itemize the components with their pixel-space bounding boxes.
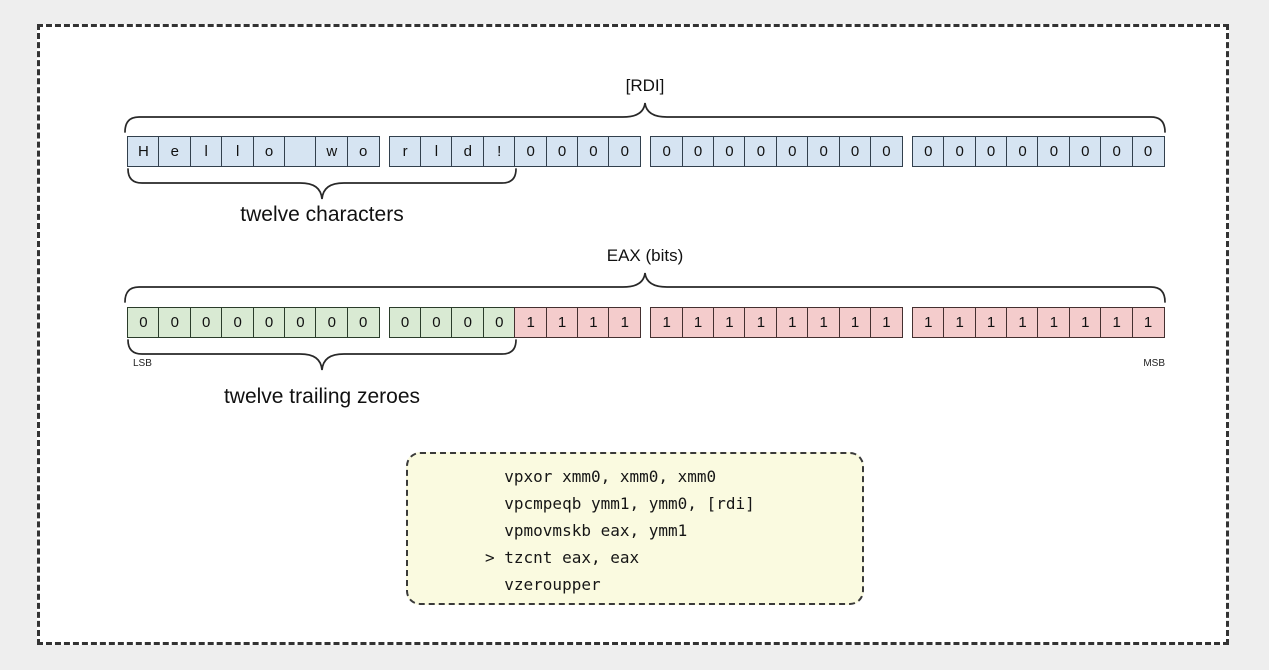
- bit-cell: 0: [388, 307, 422, 338]
- bit-cell: 1: [974, 307, 1008, 338]
- rdi-top-brace: [124, 102, 1166, 133]
- twelve-zeroes-label: twelve trailing zeroes: [223, 385, 421, 408]
- byte-cell: H: [127, 136, 160, 167]
- bit-cell: 0: [420, 307, 453, 338]
- byte-cell: 0: [911, 136, 945, 167]
- code-line: vzeroupper: [485, 575, 601, 594]
- eax-top-brace: [124, 272, 1166, 303]
- byte-cell: 0: [1068, 136, 1102, 167]
- byte-cell: l: [420, 136, 453, 167]
- byte-cell: 0: [1006, 136, 1039, 167]
- byte-cell: w: [315, 136, 349, 167]
- bit-cell: 1: [869, 307, 903, 338]
- bit-cell: 0: [482, 307, 516, 338]
- bit-cell: 0: [283, 307, 317, 338]
- bit-cell: 1: [514, 307, 548, 338]
- bit-cell: 1: [1100, 307, 1134, 338]
- bit-cell: 0: [315, 307, 349, 338]
- byte-cell: 0: [608, 136, 642, 167]
- byte-cell: d: [451, 136, 485, 167]
- bit-cell: 0: [252, 307, 286, 338]
- code-line: > tzcnt eax, eax: [485, 548, 640, 567]
- assembly-code-box: vpxor xmm0, xmm0, xmm0 vpcmpeqb ymm1, ym…: [406, 452, 864, 605]
- bit-cell: 1: [775, 307, 809, 338]
- bit-cell: 0: [451, 307, 485, 338]
- byte-cell: 0: [545, 136, 579, 167]
- byte-cell: !: [482, 136, 516, 167]
- byte-cell: 0: [744, 136, 778, 167]
- code-line: vpxor xmm0, xmm0, xmm0: [485, 467, 717, 486]
- bit-cell: 1: [1131, 307, 1165, 338]
- byte-cell: 0: [514, 136, 548, 167]
- twelve-zeroes-brace: [127, 339, 517, 371]
- byte-cell: 0: [807, 136, 841, 167]
- byte-cell: 0: [1131, 136, 1165, 167]
- byte-cell: o: [346, 136, 380, 167]
- bit-cell: 0: [346, 307, 380, 338]
- byte-cell: 0: [681, 136, 715, 167]
- bit-cell: 0: [221, 307, 255, 338]
- bit-cell: 0: [158, 307, 192, 338]
- bit-cell: 1: [1037, 307, 1071, 338]
- bit-cell: 1: [807, 307, 841, 338]
- byte-cell: 0: [650, 136, 684, 167]
- byte-cell: 0: [713, 136, 746, 167]
- twelve-characters-label: twelve characters: [240, 203, 404, 226]
- byte-cell: 0: [869, 136, 903, 167]
- byte-cell: e: [158, 136, 192, 167]
- bit-cell: 1: [744, 307, 778, 338]
- byte-cell: 0: [974, 136, 1008, 167]
- bit-cell: 1: [1006, 307, 1039, 338]
- byte-cell: l: [189, 136, 223, 167]
- byte-cell: 0: [943, 136, 977, 167]
- byte-cell: 0: [1100, 136, 1134, 167]
- code-lines: vpxor xmm0, xmm0, xmm0 vpcmpeqb ymm1, ym…: [485, 463, 862, 598]
- msb-label: MSB: [1143, 358, 1165, 369]
- bit-cell: 1: [576, 307, 610, 338]
- rdi-label: [RDI]: [625, 76, 665, 95]
- bit-cell: 1: [911, 307, 945, 338]
- bit-cell: 0: [189, 307, 223, 338]
- bit-cell: 1: [713, 307, 746, 338]
- bit-cell: 1: [943, 307, 977, 338]
- bit-cell: 1: [608, 307, 642, 338]
- eax-label: EAX (bits): [606, 246, 684, 265]
- byte-cell: 0: [1037, 136, 1071, 167]
- code-line: vpmovmskb eax, ymm1: [485, 521, 688, 540]
- bit-cell: 1: [838, 307, 872, 338]
- byte-cell: l: [221, 136, 255, 167]
- byte-cell: o: [252, 136, 286, 167]
- byte-cell: 0: [775, 136, 809, 167]
- bit-cell: 1: [1068, 307, 1102, 338]
- code-line: vpcmpeqb ymm1, ymm0, [rdi]: [485, 494, 755, 513]
- byte-cell: r: [388, 136, 422, 167]
- byte-cell: 0: [576, 136, 610, 167]
- byte-cell: 0: [838, 136, 872, 167]
- bit-cell: 1: [545, 307, 579, 338]
- bit-cell: 1: [650, 307, 684, 338]
- bit-cell: 0: [127, 307, 160, 338]
- bit-cell: 1: [681, 307, 715, 338]
- byte-cell: [283, 136, 317, 167]
- twelve-characters-brace: [127, 168, 517, 200]
- lsb-label: LSB: [133, 358, 152, 369]
